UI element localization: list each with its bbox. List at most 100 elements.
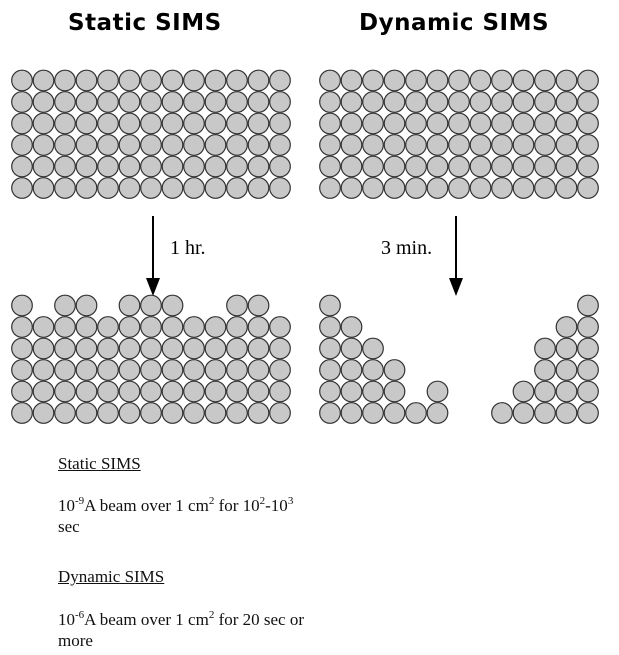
dynamic-after-atom — [362, 337, 384, 360]
static-before-atom — [140, 155, 162, 178]
static-before-atom — [32, 112, 55, 135]
static-before-atom — [247, 69, 270, 92]
static-before-atom — [226, 155, 248, 178]
dynamic-before-atom — [383, 112, 406, 135]
static-lattice-after — [11, 294, 291, 424]
static-before-atom — [161, 134, 184, 156]
static-before-atom — [183, 155, 205, 178]
dynamic-before-atom — [555, 177, 578, 199]
static-after-atom — [32, 316, 55, 338]
static-after-atom — [118, 402, 141, 424]
static-before-atom — [97, 134, 119, 156]
dynamic-before-atom — [534, 69, 556, 92]
static-after-atom — [11, 380, 33, 403]
dynamic-after-atom — [319, 294, 341, 317]
dynamic-arrow — [449, 216, 463, 296]
dynamic-after-atom — [319, 402, 341, 424]
static-after-atom — [118, 337, 141, 360]
static-before-atom — [54, 134, 76, 156]
dynamic-before-atom — [405, 91, 427, 113]
dynamic-after-atom — [383, 380, 406, 403]
static-after-atom — [140, 316, 162, 338]
dynamic-before-atom — [362, 112, 384, 135]
static-after-atom — [32, 359, 55, 381]
static-before-atom — [118, 91, 141, 113]
dynamic-before-atom — [577, 69, 599, 92]
dynamic-before-atom — [491, 177, 513, 199]
static-before-atom — [75, 112, 98, 135]
dynamic-after-atom — [577, 359, 599, 381]
static-after-atom — [32, 402, 55, 424]
static-after-atom — [269, 380, 291, 403]
dynamic-before-atom — [362, 69, 384, 92]
static-before-atom — [140, 69, 162, 92]
dynamic-before-atom — [491, 112, 513, 135]
dynamic-before-atom — [534, 112, 556, 135]
dynamic-before-atom — [448, 69, 470, 92]
dynamic-note-title: Dynamic SIMS — [58, 567, 165, 586]
static-after-atom — [54, 380, 76, 403]
static-before-atom — [161, 112, 184, 135]
static-before-atom — [140, 91, 162, 113]
dynamic-before-atom — [491, 134, 513, 156]
static-after-atom — [161, 337, 184, 360]
dynamic-before-atom — [319, 112, 341, 135]
static-before-atom — [32, 155, 55, 178]
static-after-atom — [140, 359, 162, 381]
dynamic-before-atom — [448, 134, 470, 156]
dynamic-after-atom — [340, 380, 363, 403]
static-after-atom — [140, 337, 162, 360]
dynamic-after-atom — [383, 402, 406, 424]
dynamic-after-atom — [319, 316, 341, 338]
static-after-atom — [247, 337, 270, 360]
dynamic-after-atom — [534, 337, 556, 360]
dynamic-after-atom — [491, 402, 513, 424]
dynamic-after-atom — [319, 337, 341, 360]
dynamic-after-atom — [577, 402, 599, 424]
dynamic-before-atom — [383, 134, 406, 156]
static-before-atom — [269, 69, 291, 92]
static-after-atom — [183, 316, 205, 338]
dynamic-after-atom — [362, 359, 384, 381]
dynamic-before-atom — [534, 177, 556, 199]
static-after-atom — [226, 316, 248, 338]
static-before-atom — [118, 134, 141, 156]
static-after-atom — [247, 294, 270, 317]
dynamic-before-atom — [405, 134, 427, 156]
static-after-atom — [54, 316, 76, 338]
static-after-atom — [204, 359, 227, 381]
static-before-atom — [204, 112, 227, 135]
static-lattice-before — [11, 69, 291, 199]
static-after-atom — [140, 294, 162, 317]
dynamic-lattice-after — [319, 294, 599, 424]
static-before-atom — [140, 112, 162, 135]
static-after-atom — [161, 294, 184, 317]
static-after-atom — [54, 402, 76, 424]
dynamic-after-atom — [362, 380, 384, 403]
static-before-atom — [97, 112, 119, 135]
dynamic-before-atom — [405, 69, 427, 92]
static-before-atom — [183, 177, 205, 199]
static-before-atom — [97, 69, 119, 92]
static-before-atom — [183, 134, 205, 156]
dynamic-before-atom — [426, 91, 449, 113]
static-before-atom — [226, 112, 248, 135]
dynamic-before-atom — [577, 177, 599, 199]
static-after-atom — [247, 402, 270, 424]
static-after-atom — [269, 402, 291, 424]
dynamic-after-atom — [512, 402, 535, 424]
static-before-atom — [204, 177, 227, 199]
static-after-atom — [11, 294, 33, 317]
dynamic-before-atom — [340, 155, 363, 178]
static-sims-heading: Static SIMS — [68, 10, 222, 36]
static-after-atom — [97, 402, 119, 424]
dynamic-before-atom — [469, 91, 492, 113]
dynamic-after-atom — [426, 380, 449, 403]
static-after-atom — [97, 316, 119, 338]
static-after-atom — [75, 402, 98, 424]
dynamic-before-atom — [426, 69, 449, 92]
dynamic-after-atom — [362, 402, 384, 424]
dynamic-before-atom — [426, 155, 449, 178]
static-before-atom — [11, 155, 33, 178]
